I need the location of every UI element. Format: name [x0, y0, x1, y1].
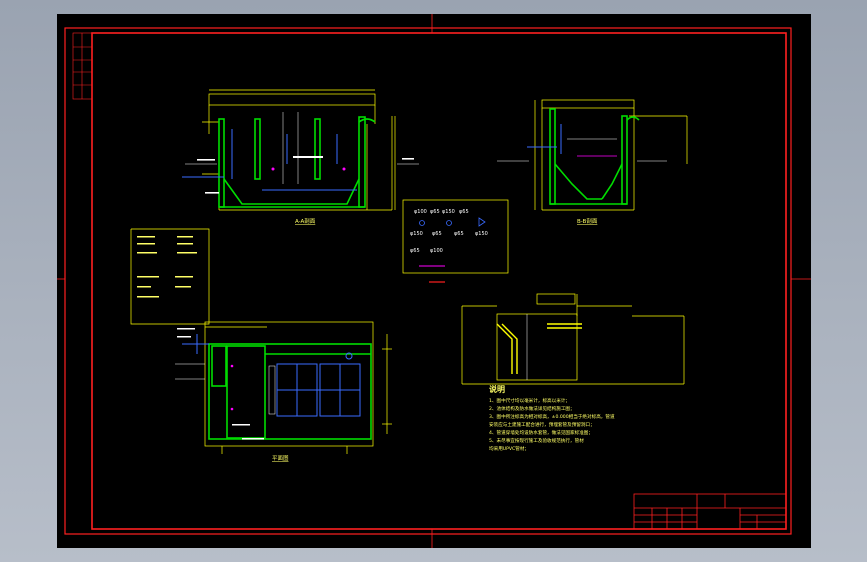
- note-line: 4、管道穿墙处均设防水套管，做法见国家标准图；: [489, 429, 593, 436]
- note-line: 安装应与土建施工配合进行，预埋套管及预留洞口；: [489, 421, 595, 428]
- legend-label: φ150: [475, 231, 488, 237]
- plan-title: 平面图: [272, 454, 289, 462]
- legend-label: φ65: [410, 248, 420, 254]
- note-line: 3、图中所注标高为相对标高，±0.000相当于绝对标高，管道: [489, 413, 615, 420]
- legend-label: φ150: [410, 231, 423, 237]
- note-line: 均采用UPVC管材；: [489, 445, 529, 452]
- pipe-legend: φ100 φ65 φ150 φ65 φ150 φ65 φ65 φ150 φ65 …: [402, 199, 509, 283]
- detail-view: [461, 293, 685, 385]
- section-bb-title: B-B剖面: [577, 217, 598, 225]
- design-notes: 说明 1、图中尺寸均以毫米计，标高以米计； 2、池体结构及防水做法详见结构施工图…: [489, 384, 615, 452]
- legend-label: φ65: [459, 209, 469, 215]
- plan-view: 平面图: [175, 321, 392, 462]
- note-line: 2、池体结构及防水做法详见结构施工图；: [489, 405, 575, 412]
- legend-label: φ65: [430, 209, 440, 215]
- cad-drawing: A-A剖面 B-B剖面: [57, 14, 811, 548]
- legend-label: φ100: [430, 248, 443, 254]
- note-line: 1、图中尺寸均以毫米计，标高以米计；: [489, 397, 570, 404]
- section-bb-view: B-B剖面: [497, 99, 688, 225]
- notes-heading: 说明: [489, 384, 505, 394]
- title-block: [633, 493, 787, 530]
- section-aa-view: A-A剖面: [182, 89, 419, 225]
- material-table: [130, 228, 210, 325]
- legend-label: φ150: [442, 209, 455, 215]
- section-aa-title: A-A剖面: [295, 217, 316, 225]
- binding-strip: [72, 32, 93, 100]
- legend-label: φ65: [454, 231, 464, 237]
- drawing-frame: [57, 14, 811, 548]
- legend-label: φ100: [414, 209, 427, 215]
- note-line: 5、未尽事宜按现行施工及验收规范执行，管材: [489, 437, 584, 444]
- legend-label: φ65: [432, 231, 442, 237]
- drawing-sheet: A-A剖面 B-B剖面: [57, 14, 811, 548]
